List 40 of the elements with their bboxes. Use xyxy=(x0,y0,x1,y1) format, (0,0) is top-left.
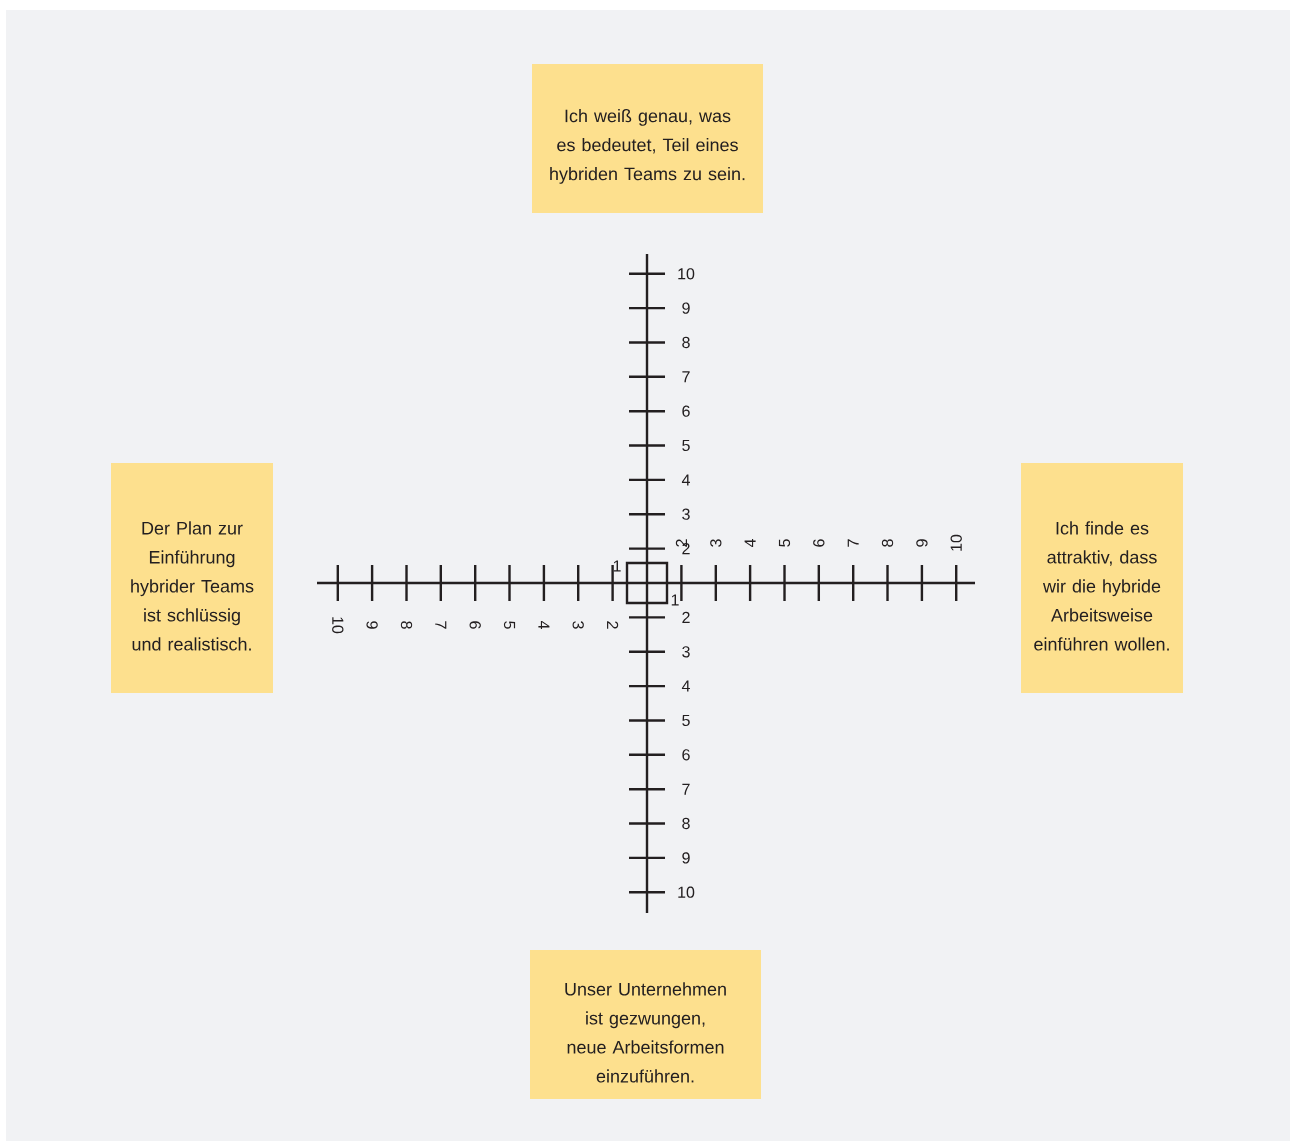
tick-number: 6 xyxy=(469,621,481,629)
tick-number: 6 xyxy=(682,405,690,417)
tick-number: 10 xyxy=(678,886,695,898)
tick-number: 10 xyxy=(950,534,962,551)
note-box: Ich finde es attraktiv, dass wir die hybride Arbeitsweise einführen wollen. xyxy=(1021,463,1183,693)
tick-number: 10 xyxy=(678,268,695,280)
tick-number: 7 xyxy=(435,621,447,629)
tick-number: 3 xyxy=(682,646,690,658)
tick-number: 6 xyxy=(813,539,825,547)
tick-number: 10 xyxy=(332,617,344,634)
note-box: Unser Unternehmen ist gezwungen, neue Arbeitsformen einzuführen. xyxy=(530,950,761,1099)
tick-number: 8 xyxy=(400,621,413,629)
tick-number: 1 xyxy=(671,594,679,606)
tick-number: 4 xyxy=(681,680,690,692)
tick-number: 2 xyxy=(607,621,619,629)
tick-number: 5 xyxy=(682,714,690,727)
tick-number: 4 xyxy=(538,620,550,629)
note-box: Ich weiß genau, was es bedeutet, Teil eines hybriden Teams zu sein. xyxy=(532,64,763,213)
tick-number: 9 xyxy=(916,539,928,547)
tick-number: 1 xyxy=(613,560,621,572)
tick-number: 8 xyxy=(682,817,690,830)
tick-number: 4 xyxy=(681,474,690,486)
tick-number: 3 xyxy=(710,539,722,547)
tick-number: 7 xyxy=(682,371,690,383)
tick-number: 7 xyxy=(682,783,690,795)
tick-number: 5 xyxy=(503,621,516,629)
tick-number: 5 xyxy=(682,439,690,452)
note-box: Der Plan zur Einführung hybrider Teams ist schlüssig und realistisch. xyxy=(111,463,273,693)
tick-number: 6 xyxy=(682,749,690,761)
tick-number: 7 xyxy=(847,539,859,547)
tick-number: 3 xyxy=(572,621,584,629)
tick-number: 9 xyxy=(682,852,690,864)
tick-number: 9 xyxy=(366,621,378,629)
tick-number: 8 xyxy=(682,336,690,349)
tick-number: 5 xyxy=(778,539,791,547)
tick-number: 9 xyxy=(682,302,690,314)
tick-number: 4 xyxy=(744,539,756,548)
tick-number: 8 xyxy=(881,539,894,547)
tick-number: 2 xyxy=(682,611,690,623)
tick-number: 3 xyxy=(682,508,690,520)
